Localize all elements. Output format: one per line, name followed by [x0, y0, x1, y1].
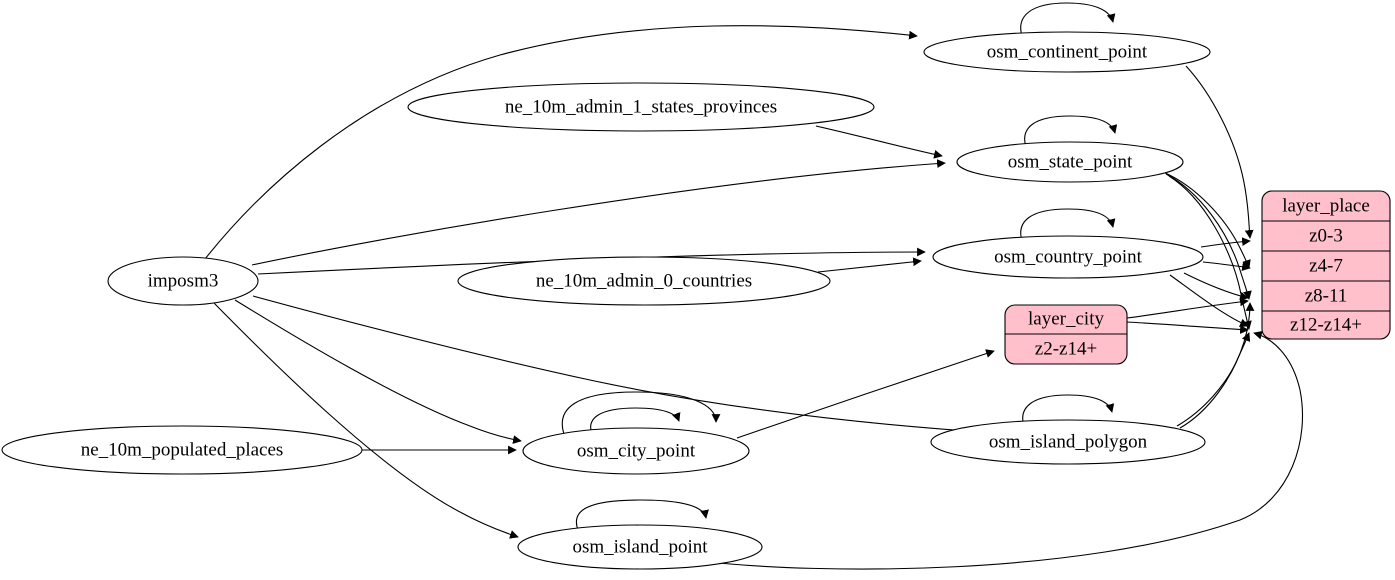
node-osm-city-point[interactable]: osm_city_point [522, 427, 750, 475]
edge-osm-continent-point-to-layer-place-z0-3 [1185, 65, 1254, 239]
node-osm-island-polygon[interactable]: osm_island_polygon [930, 419, 1206, 465]
edge-ne-states-provinces-to-osm-state-point [815, 125, 943, 159]
edge-osm-country-point-to-layer-place-z0-3 [1200, 237, 1251, 248]
edge-imposm3-to-osm-island-polygon [252, 295, 996, 437]
node-osm-state-point[interactable]: osm_state_point [956, 141, 1184, 183]
edge-osm-state-point-to-layer-place-z8-11 [1165, 173, 1252, 300]
edge-osm-island-polygon-to-layer-place-z12-z14 [1176, 332, 1251, 427]
edge-self-osm-continent-point [1020, 2, 1116, 37]
edge-self-osm-island-point [576, 499, 709, 531]
edge-osm-island-point-to-layer-place-z12-z14 [699, 330, 1304, 570]
edge-imposm3-to-osm-city-point [234, 299, 522, 444]
edge-self-osm-country-point [1020, 208, 1116, 242]
edge-osm-island-polygon-to-layer-place-z8-11 [1179, 302, 1255, 429]
edge-imposm3-to-osm-island-point [213, 302, 519, 539]
edge-layer-city-to-layer-place-z8-11 [1126, 297, 1249, 319]
node-ne-10m-admin-0-countries[interactable]: ne_10m_admin_0_countries [457, 256, 831, 306]
edge-self-osm-city-point-inner [590, 407, 681, 435]
node-ne-10m-admin-1-states-provinces[interactable]: ne_10m_admin_1_states_provinces [407, 82, 875, 132]
edge-osm-city-point-to-layer-city [736, 349, 995, 439]
edge-self-osm-city-point-outer [561, 391, 721, 435]
edge-layer [204, 2, 1304, 570]
edge-ne-countries-to-osm-country-point [817, 257, 922, 273]
edge-layer-city-to-layer-place-z12-z14 [1126, 321, 1249, 334]
edge-osm-country-point-to-layer-place-z8-11 [1183, 272, 1249, 301]
node-ne-10m-populated-places[interactable]: ne_10m_populated_places [1, 425, 363, 475]
edge-imposm3-to-osm-state-point [251, 159, 946, 266]
edge-imposm3-to-osm-continent-point [204, 25, 918, 260]
record-node-layer-place[interactable]: layer_place z0-3 z4-7 z8-11 z12-z14+ [1261, 190, 1391, 340]
node-layer: imposm3 ne_10m_admin_1_states_provinces … [1, 31, 1211, 570]
edge-self-osm-island-polygon [1022, 394, 1115, 427]
node-imposm3[interactable]: imposm3 [107, 256, 259, 306]
edge-osm-country-point-to-layer-place-z4-7 [1202, 261, 1251, 272]
edge-self-osm-state-point [1024, 115, 1118, 148]
node-osm-continent-point[interactable]: osm_continent_point [923, 31, 1211, 73]
node-osm-island-point[interactable]: osm_island_point [517, 524, 763, 570]
record-node-layer-city[interactable]: layer_city z2-z14+ [1004, 304, 1128, 365]
node-osm-country-point[interactable]: osm_country_point [932, 235, 1204, 279]
edge-osm-country-point-to-layer-place-z12-z14 [1169, 274, 1249, 327]
